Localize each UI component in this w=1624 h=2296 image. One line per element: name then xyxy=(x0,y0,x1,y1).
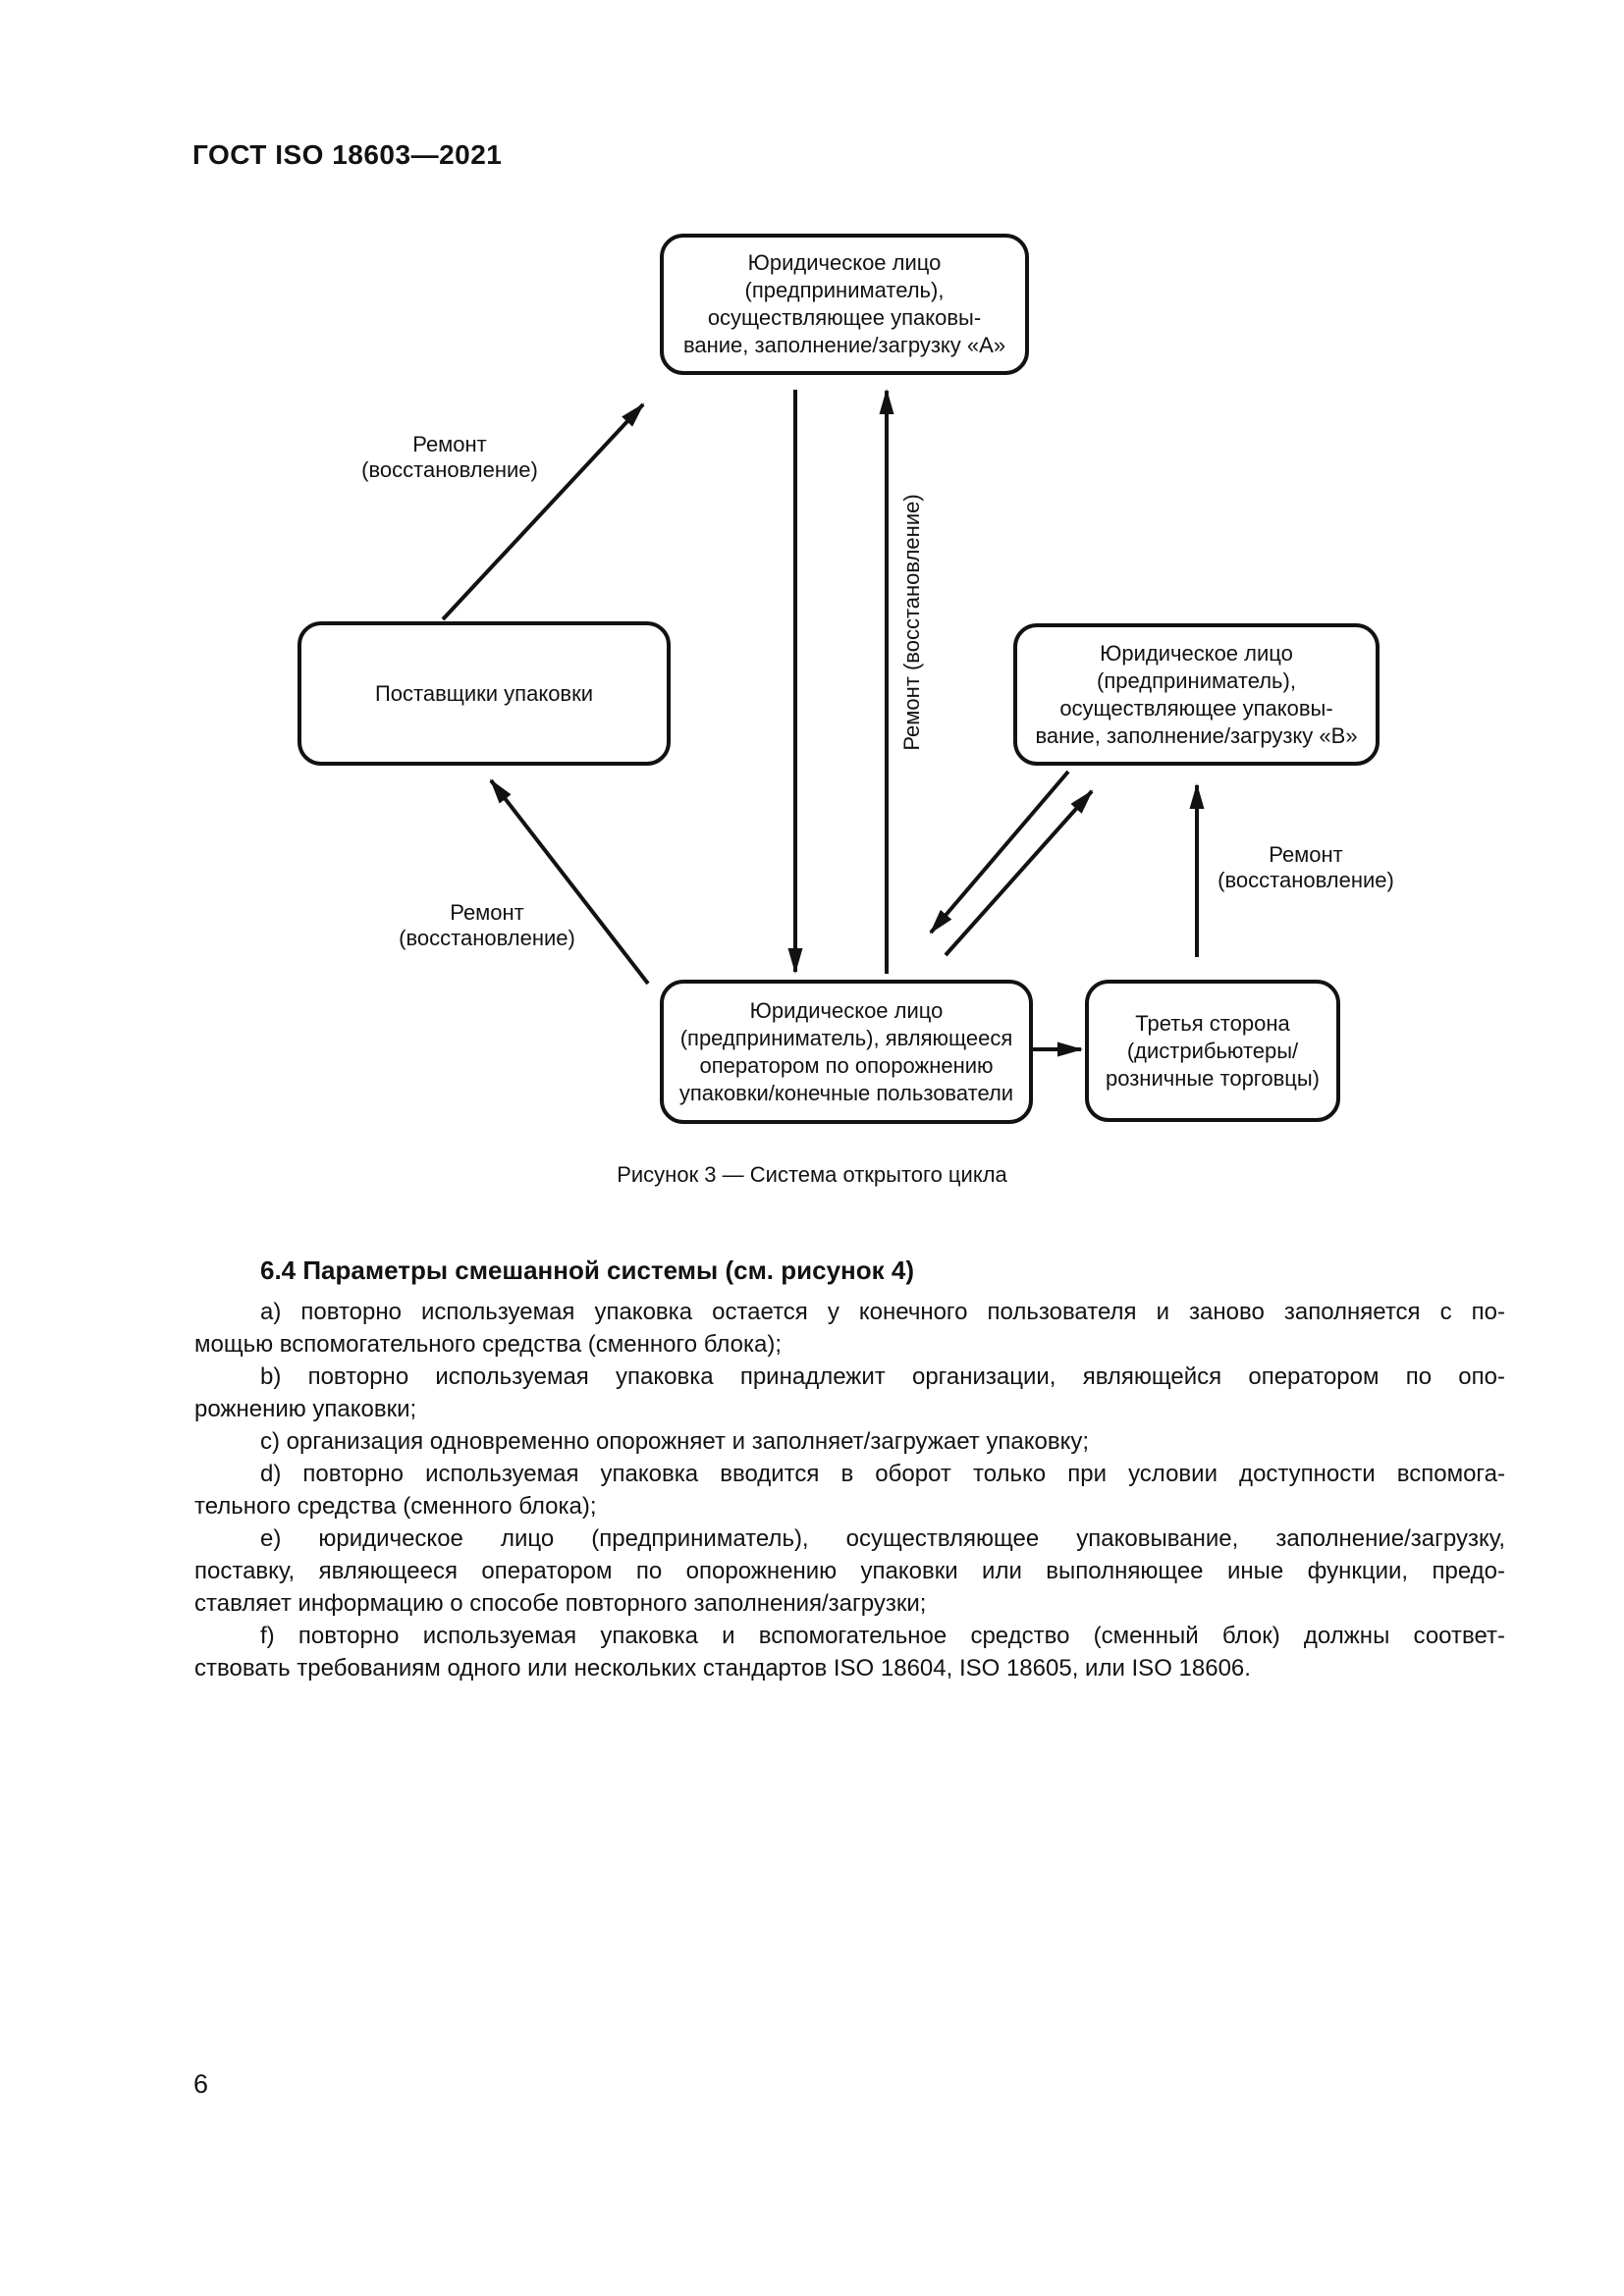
box-text-line: Юридическое лицо xyxy=(1100,640,1293,666)
body-line: ствовать требованиям одного или нескольк… xyxy=(194,1655,1251,1682)
label-line: Ремонт xyxy=(412,432,487,456)
box-text-line: Третья сторона xyxy=(1135,1010,1290,1036)
body-line: а) повторно используемая упаковка остает… xyxy=(260,1299,1505,1325)
box-text-line: розничные торговцы) xyxy=(1105,1065,1321,1091)
arrow-operator-to-b xyxy=(944,789,1094,957)
box-text-line: осуществляющее упаковы- xyxy=(707,305,982,330)
box-text-line: Поставщики упаковки xyxy=(374,680,594,706)
page-header: ГОСТ ISO 18603—2021 xyxy=(192,139,503,170)
body-line: поставку, являющееся оператором по опоро… xyxy=(194,1558,1505,1584)
body-line: с) организация одновременно опорожняет и… xyxy=(260,1428,1090,1455)
box-emptying-operator: Юридическое лицо (предприниматель), явля… xyxy=(660,980,1033,1124)
figure-caption: Рисунок 3 — Система открытого цикла xyxy=(617,1162,1007,1187)
box-packaging-suppliers: Поставщики упаковки xyxy=(298,621,671,766)
label-repair-right: Ремонт (восстановление) xyxy=(1218,842,1394,893)
box-text-line: (предприниматель), xyxy=(744,278,945,302)
box-text-line: (предприниматель), xyxy=(1097,667,1296,693)
label-line: Ремонт xyxy=(450,900,524,925)
label-repair-bottom-left: Ремонт (восстановление) xyxy=(399,900,575,951)
box-text-line: осуществляющее упаковы- xyxy=(1059,695,1333,721)
box-third-party: Третья сторона (дистрибьютеры/ розничные… xyxy=(1085,980,1340,1122)
label-line: (восстановление) xyxy=(1218,868,1394,892)
label-line: (восстановление) xyxy=(399,926,575,950)
body-line: е) юридическое лицо (предприниматель), о… xyxy=(260,1525,1505,1552)
box-text-line: оператором по опорожнению xyxy=(699,1052,994,1078)
body-line: мощью вспомогательного средства (сменног… xyxy=(194,1331,783,1358)
box-text-line: Юридическое лицо xyxy=(749,997,944,1023)
label-line: (восстановление) xyxy=(361,457,538,482)
section-heading: 6.4 Параметры смешанной системы (см. рис… xyxy=(260,1255,914,1285)
box-text-line: (предприниматель), являющееся xyxy=(679,1025,1013,1050)
arrow-b-to-operator xyxy=(929,770,1070,934)
body-line: ставляет информацию о способе повторного… xyxy=(194,1590,927,1617)
body-line: рожнению упаковки; xyxy=(194,1396,417,1422)
box-text-line: упаковки/конечные пользователи xyxy=(678,1080,1014,1105)
body-line: b) повторно используемая упаковка принад… xyxy=(260,1363,1505,1390)
box-text-line: вание, заполнение/загрузку «В» xyxy=(1035,722,1358,748)
box-legal-entity-a: Юридическое лицо (предприниматель), осущ… xyxy=(660,234,1029,375)
box-legal-entity-b: Юридическое лицо (предприниматель), осущ… xyxy=(1013,623,1380,766)
box-text-line: (дистрибьютеры/ xyxy=(1126,1038,1299,1063)
box-text-line: Юридическое лицо xyxy=(747,250,942,275)
label-repair-top-left: Ремонт (восстановление) xyxy=(361,432,538,483)
body-line: f) повторно используемая упаковка и вспо… xyxy=(260,1623,1505,1649)
page-number: 6 xyxy=(193,2069,209,2099)
body-line: тельного средства (сменного блока); xyxy=(194,1493,597,1520)
label-line: Ремонт xyxy=(1269,842,1343,867)
arrow-operator-to-suppliers xyxy=(489,778,650,986)
label-repair-vertical: Ремонт (восстановление) xyxy=(899,494,924,751)
box-text-line: вание, заполнение/загрузку «А» xyxy=(682,333,1006,357)
body-line: d) повторно используемая упаковка вводит… xyxy=(260,1461,1505,1487)
section-body: а) повторно используемая упаковка остает… xyxy=(194,1296,1505,1684)
